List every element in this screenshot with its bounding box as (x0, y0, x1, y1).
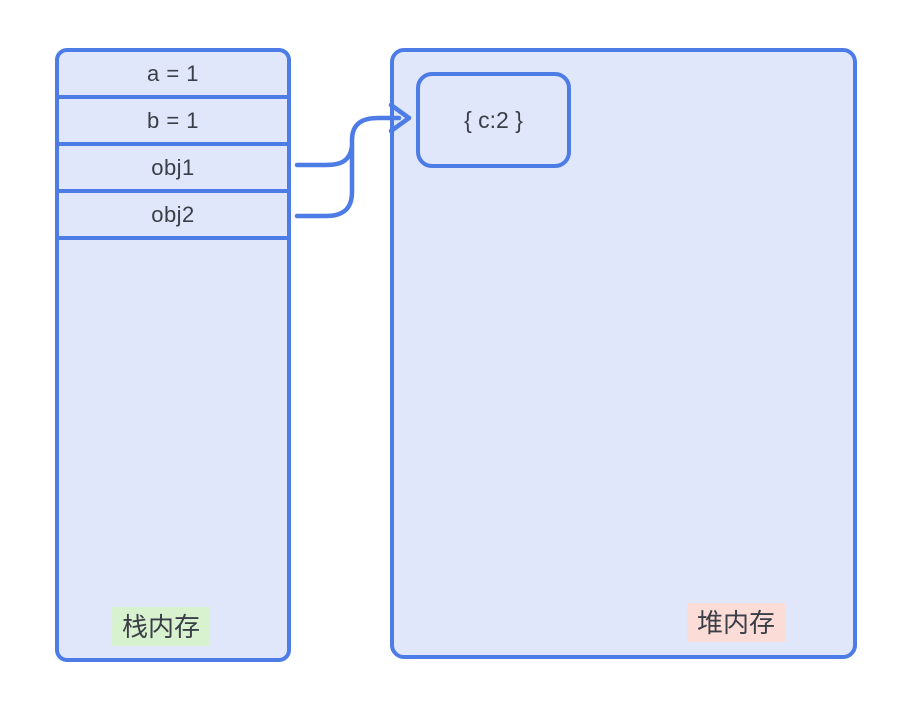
heap-object-label: { c:2 } (464, 106, 523, 133)
stack-row-obj2-label: obj2 (151, 201, 195, 227)
arrow-obj2-to-heap-object (294, 115, 402, 219)
heap-memory-label: 堆内存 (687, 603, 786, 642)
heap-object-box: { c:2 } (416, 72, 571, 168)
stack-row-a-label: a = 1 (146, 60, 200, 86)
stack-memory-label: 栈内存 (112, 607, 211, 646)
stack-row-b-label: b = 1 (146, 107, 200, 133)
stack-rows: a = 1 b = 1 obj1 obj2 (59, 52, 287, 240)
stack-row-a: a = 1 (59, 52, 287, 99)
stack-row-obj1: obj1 (59, 146, 287, 193)
stack-memory-box: a = 1 b = 1 obj1 obj2 栈内存 (55, 48, 291, 662)
stack-row-obj2: obj2 (59, 193, 287, 240)
arrow-obj1-to-heap-object (294, 143, 355, 168)
stack-row-obj1-label: obj1 (151, 154, 195, 180)
stack-row-b: b = 1 (59, 99, 287, 146)
heap-memory-box: { c:2 } 堆内存 (390, 48, 857, 659)
